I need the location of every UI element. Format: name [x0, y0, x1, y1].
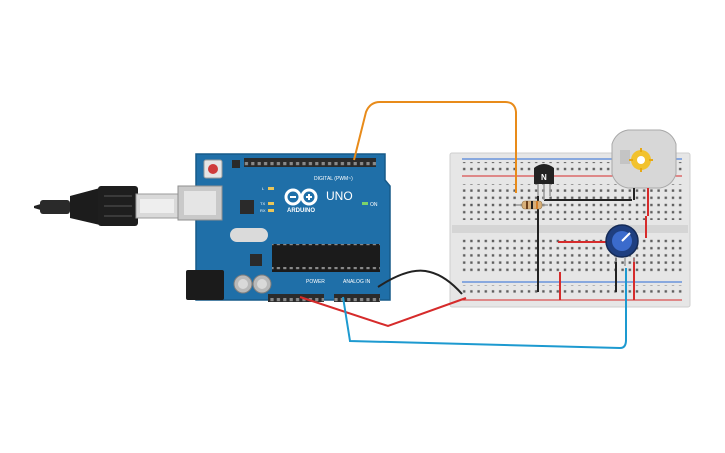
dc-motor[interactable]	[611, 129, 677, 216]
analog-in-label: ANALOG IN	[343, 279, 371, 285]
on-led-label: ON	[370, 202, 378, 208]
resistor[interactable]	[516, 200, 548, 210]
digital-pwm-label: DIGITAL (PWM~)	[314, 176, 353, 182]
arduino-model-label: UNO	[326, 189, 353, 203]
orange-wire-digital-pin[interactable]	[353, 101, 517, 193]
power-label: POWER	[306, 279, 325, 285]
npn-transistor[interactable]: N	[534, 164, 554, 200]
usb-cable	[34, 186, 179, 226]
black-wire-ground[interactable]	[377, 269, 463, 295]
l-led-label: L	[262, 186, 265, 191]
tx-led-label: TX	[260, 201, 265, 206]
blue-wire-analog[interactable]	[342, 268, 627, 350]
red-wire-5v[interactable]	[299, 296, 467, 328]
potentiometer[interactable]	[605, 224, 639, 266]
transistor-label: N	[541, 173, 547, 182]
arduino-uno-board[interactable]: ARDUINO UNO DIGITAL (PWM~) POWER ANALOG …	[177, 153, 391, 302]
reset-button[interactable]	[208, 164, 218, 174]
arduino-logo-text: ARDUINO	[287, 208, 315, 214]
rx-led-label: RX	[260, 208, 266, 213]
